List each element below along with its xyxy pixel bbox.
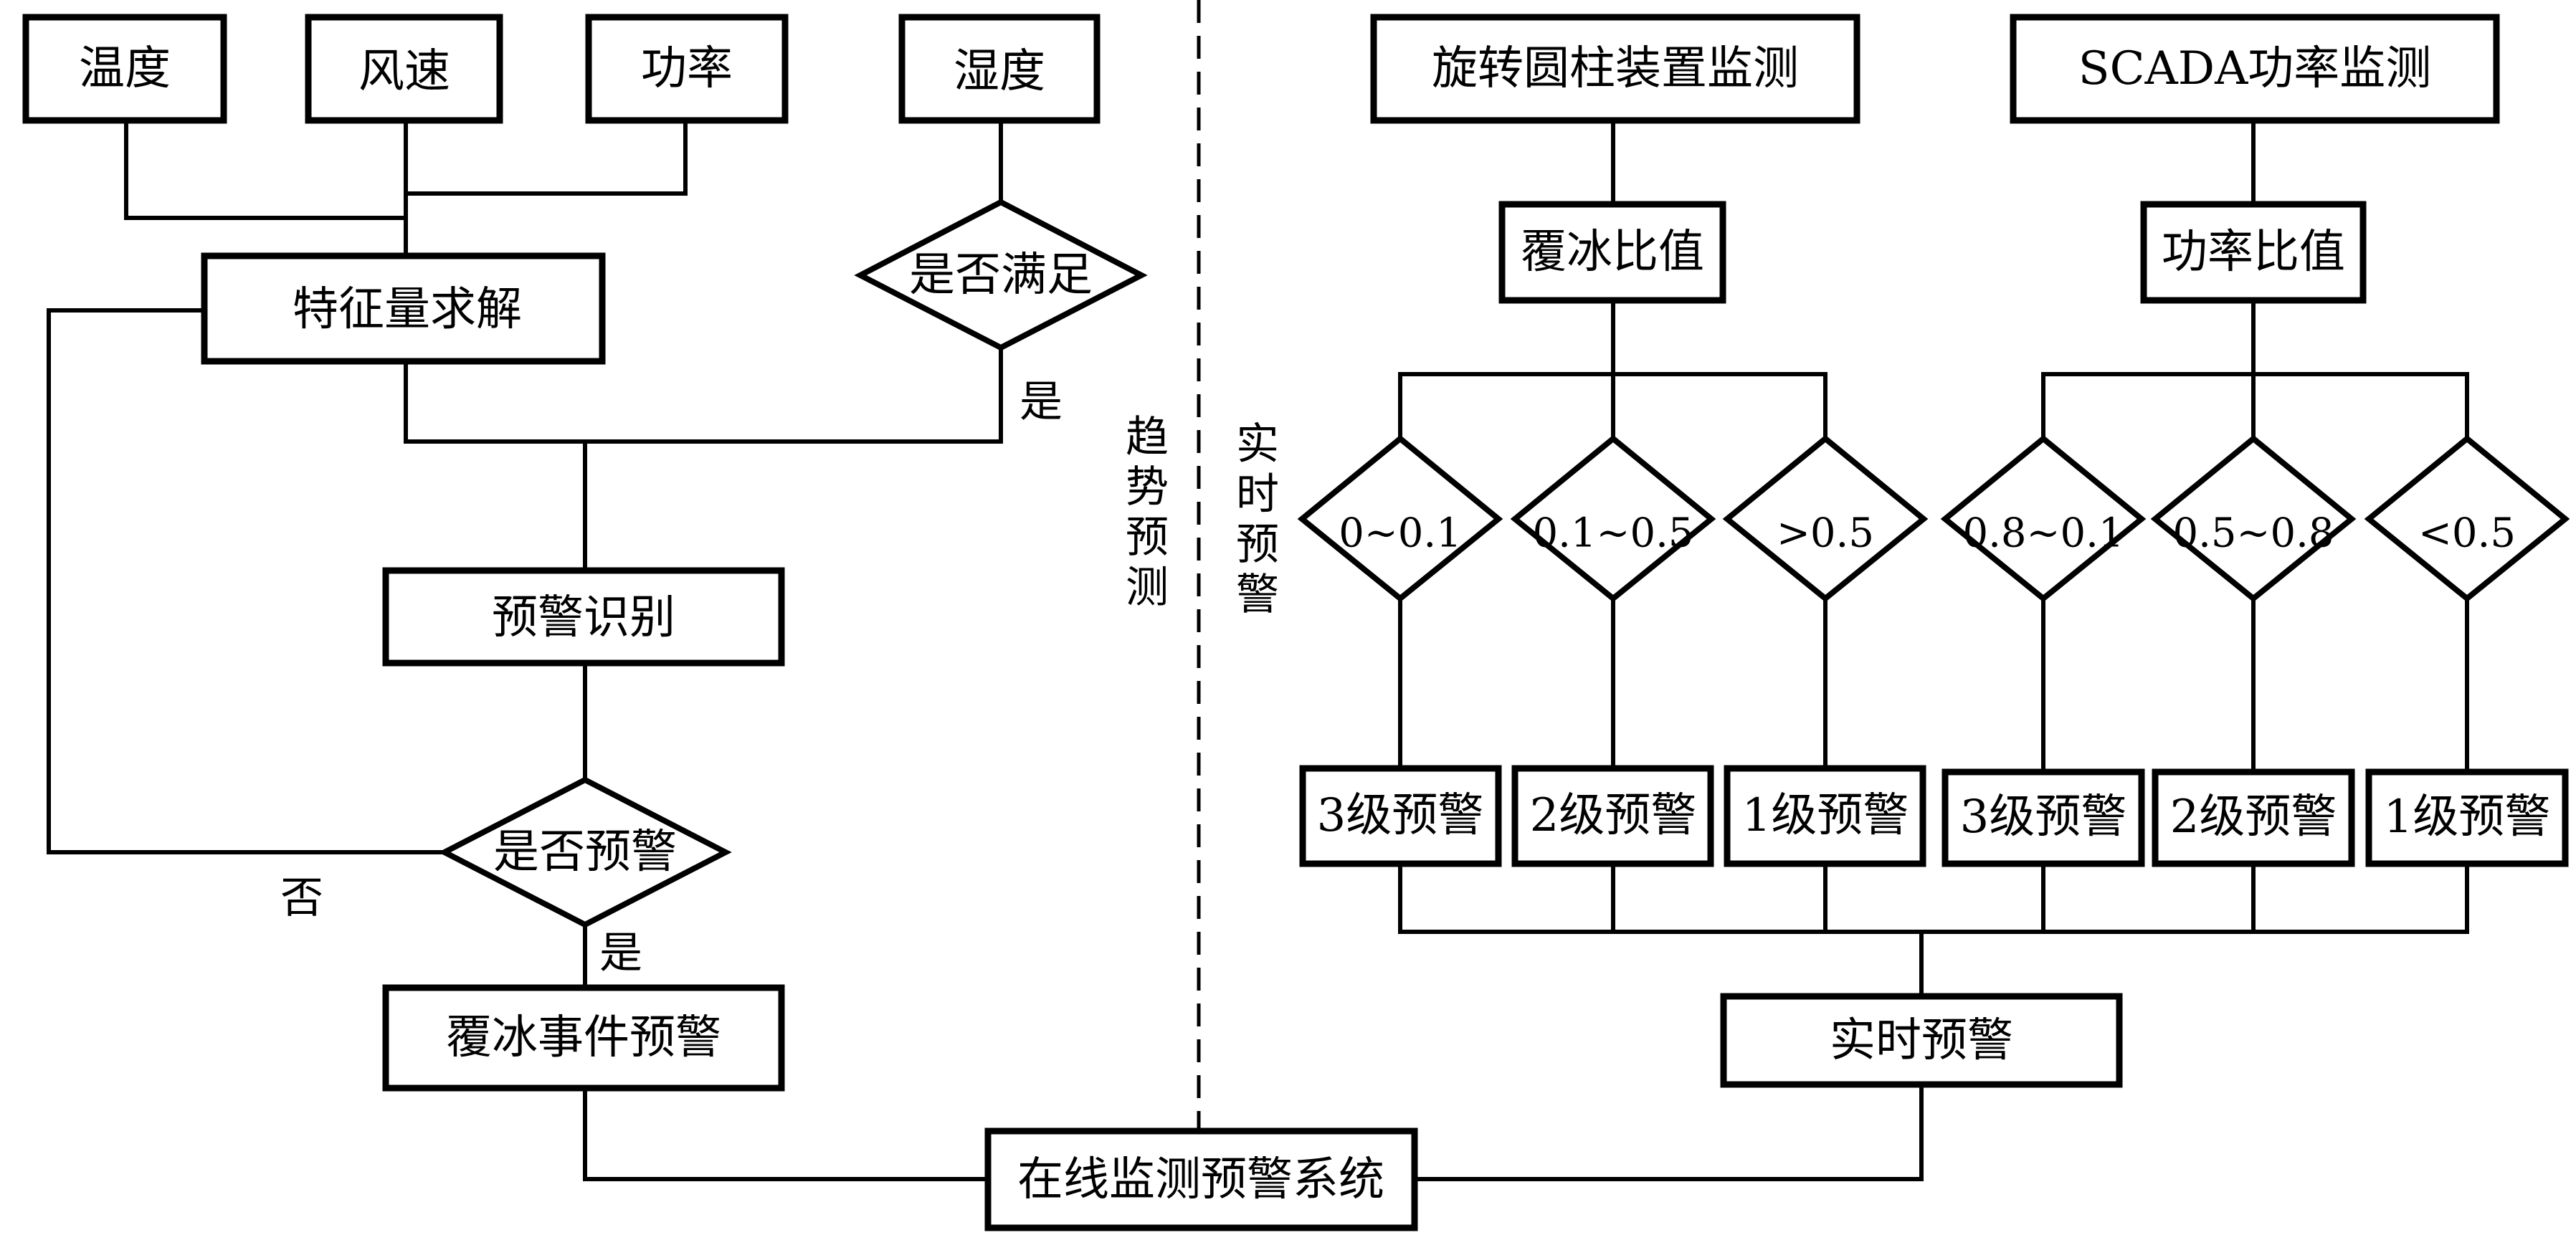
svg-text:3级预警: 3级预警 [1960, 791, 2127, 844]
no-label: 否 [280, 873, 323, 923]
svg-text:0.1~0.5: 0.1~0.5 [1532, 510, 1693, 557]
icing-event-warning-box: 覆冰事件预警 [382, 984, 785, 1092]
level-box: 2级预警 [2152, 768, 2355, 867]
feature-solve-box: 特征量求解 [201, 252, 606, 365]
feature-solve-label: 特征量求解 [293, 283, 522, 336]
svg-text:测: 测 [1126, 563, 1169, 613]
input-temperature-label: 温度 [79, 42, 171, 95]
svg-text:时: 时 [1236, 469, 1279, 520]
svg-text:2级预警: 2级预警 [1530, 789, 1697, 842]
threshold-diamond: 0.1~0.5 [1510, 434, 1716, 603]
left-connectors [47, 118, 1003, 1181]
svg-text:3级预警: 3级预警 [1317, 789, 1484, 842]
level-box: 1级预警 [1724, 765, 1926, 867]
input-humidity-label: 湿度 [954, 45, 1045, 98]
warning-identify-label: 预警识别 [492, 591, 675, 644]
svg-text:0.5~0.8: 0.5~0.8 [2172, 510, 2334, 557]
icing-event-warning-label: 覆冰事件预警 [446, 1011, 721, 1064]
svg-text:趋: 趋 [1126, 412, 1169, 462]
realtime-warning-box: 实时预警 [1720, 993, 2123, 1088]
input-power: 功率 [585, 14, 789, 124]
rotating-cylinder-monitor-box: 旋转圆柱装置监测 [1370, 14, 1860, 124]
svg-text:预: 预 [1236, 520, 1279, 570]
warning-identify-box: 预警识别 [382, 567, 785, 667]
svg-text:警: 警 [1236, 570, 1279, 620]
level-box: 3级预警 [1941, 768, 2145, 867]
input-power-label: 功率 [641, 42, 733, 95]
realtime-warning-label: 实时预警 [1830, 1014, 2013, 1067]
online-monitoring-system-box: 在线监测预警系统 [984, 1127, 1418, 1231]
svg-text:1级预警: 1级预警 [1742, 789, 1909, 842]
threshold-diamond: <0.5 [2364, 434, 2570, 603]
input-humidity: 湿度 [898, 14, 1101, 124]
svg-text:势: 势 [1126, 462, 1169, 512]
input-wind-speed-label: 风速 [358, 45, 450, 98]
humidity-check-label: 是否满足 [909, 249, 1093, 302]
level-box: 3级预警 [1299, 765, 1502, 867]
yes-label: 是 [599, 928, 642, 978]
level-box: 2级预警 [1511, 765, 1714, 867]
scada-power-monitor-box: SCADA功率监测 [2010, 14, 2500, 124]
trend-prediction-label: 趋 势 预 测 [1126, 412, 1169, 613]
svg-text:0~0.1: 0~0.1 [1339, 510, 1462, 557]
scada-power-monitor-label: SCADA功率监测 [2078, 42, 2432, 95]
humidity-yes-label: 是 [1020, 377, 1063, 427]
level-box: 1级预警 [2365, 768, 2569, 867]
threshold-diamond: >0.5 [1722, 434, 1929, 603]
humidity-check-diamond: 是否满足 [854, 199, 1148, 351]
icing-ratio-label: 覆冰比值 [1521, 226, 1704, 279]
svg-text:0.8~0.1: 0.8~0.1 [1962, 510, 2124, 557]
warning-check-label: 是否预警 [493, 826, 677, 879]
svg-text:2级预警: 2级预警 [2170, 791, 2337, 844]
input-wind-speed: 风速 [305, 14, 503, 124]
rotating-cylinder-monitor-label: 旋转圆柱装置监测 [1432, 42, 1799, 95]
svg-text:1级预警: 1级预警 [2384, 791, 2551, 844]
power-ratio-label: 功率比值 [2162, 226, 2345, 279]
svg-text:<0.5: <0.5 [2418, 510, 2516, 557]
threshold-diamond: 0~0.1 [1297, 434, 1503, 603]
input-temperature: 温度 [22, 14, 227, 124]
warning-check-diamond: 是否预警 [438, 776, 732, 928]
right-connectors [1398, 118, 2469, 1181]
threshold-diamond: 0.5~0.8 [2150, 434, 2357, 603]
threshold-diamond: 0.8~0.1 [1940, 434, 2147, 603]
svg-text:>0.5: >0.5 [1777, 510, 1874, 557]
realtime-warning-section-label: 实 时 预 警 [1236, 419, 1279, 620]
svg-text:实: 实 [1236, 419, 1279, 469]
svg-text:预: 预 [1126, 512, 1169, 563]
online-monitoring-system-label: 在线监测预警系统 [1017, 1153, 1384, 1206]
icing-ratio-box: 覆冰比值 [1498, 201, 1726, 304]
power-ratio-box: 功率比值 [2140, 201, 2367, 304]
